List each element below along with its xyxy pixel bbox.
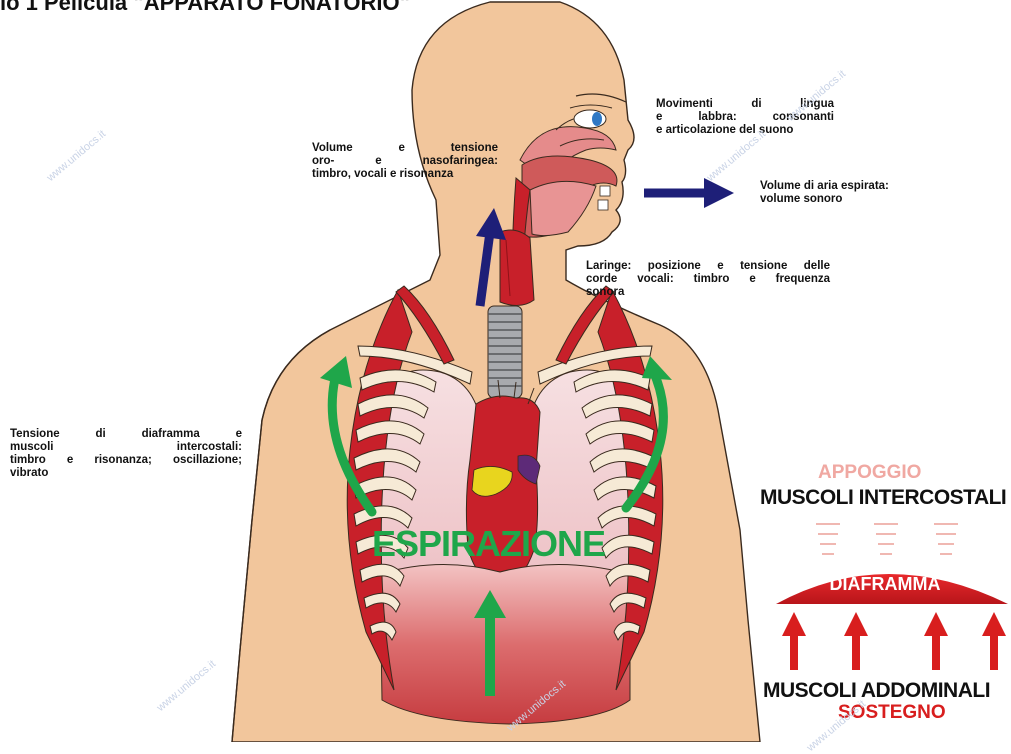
voice-tension-label: Volume e tensione oro- e nasofaringea: t… xyxy=(312,142,498,181)
expired-air-label: Volume di aria espirata: volume sonoro xyxy=(760,180,889,206)
diaphragm-tension-label: Tensione di diaframma e muscoli intercos… xyxy=(10,428,242,480)
label-line: e articolazione del suono xyxy=(656,124,834,137)
page-title: io 1 Pelicula "APPARATO FONATORIO" xyxy=(0,0,410,16)
label-line: timbro e risonanza; oscillazione; xyxy=(10,454,242,467)
appoggio-lines xyxy=(816,524,958,554)
abdomen xyxy=(380,564,630,724)
label-line: Tensione di diaframma e xyxy=(10,428,242,441)
intercostal-muscles-label: MUSCOLI INTERCOSTALI xyxy=(760,486,1006,510)
label-line: oro- e nasofaringea: xyxy=(312,155,498,168)
larynx xyxy=(500,230,534,306)
diaphragm-label: DIAFRAMMA xyxy=(795,574,975,595)
appoggio-label: APPOGGIO xyxy=(818,462,921,484)
trachea xyxy=(488,306,522,398)
abdominal-muscles-label: MUSCOLI ADDOMINALI xyxy=(763,679,990,703)
label-line: vibrato xyxy=(10,467,242,480)
label-line: corde vocali: timbro e frequenza xyxy=(586,273,830,286)
label-line: timbro, vocali e risonanza xyxy=(312,168,498,181)
rightward-navy-arrow xyxy=(644,178,734,208)
label-line: Volume e tensione xyxy=(312,142,498,155)
label-line: sonora xyxy=(586,286,830,299)
label-line: volume sonoro xyxy=(760,193,889,206)
label-line: Laringe: posizione e tensione delle xyxy=(586,260,830,273)
abdominal-arrows xyxy=(782,612,1006,670)
larynx-label: Laringe: posizione e tensione delle cord… xyxy=(586,260,830,299)
espirazione-label: ESPIRAZIONE xyxy=(372,523,605,565)
label-line: e labbra: consonanti xyxy=(656,111,834,124)
label-line: Volume di aria espirata: xyxy=(760,180,889,193)
label-line: muscoli intercostali: xyxy=(10,441,242,454)
